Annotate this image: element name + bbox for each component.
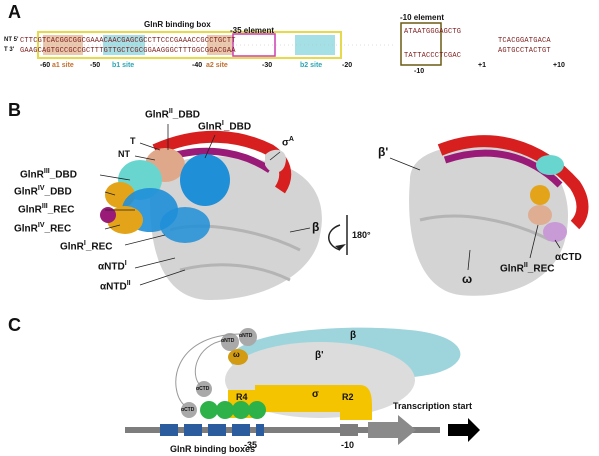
antd-b	[239, 328, 257, 346]
c-actd-a-label: αCTD	[196, 386, 210, 392]
actd-b	[181, 402, 197, 418]
label-beta-prime: β'	[378, 145, 389, 159]
c-transcription-start-label: Transcription start	[393, 401, 473, 411]
c-r2-label: R2	[342, 392, 354, 402]
tick-plus1: +1	[478, 62, 486, 69]
c-antd-a-label: αNTD	[221, 338, 235, 344]
minus10-label: -10 element	[400, 13, 445, 22]
c-r4-label: R4	[236, 392, 248, 402]
label-sigma-a: σA	[282, 136, 294, 149]
nt-strand-dna-right	[443, 149, 563, 188]
c-minus10-label: -10	[341, 440, 355, 450]
tick-minus50: -50	[90, 62, 101, 69]
nt-strand-label: NT 5'	[4, 37, 19, 43]
label-glnr3-rec: GlnRIII_REC	[18, 203, 75, 216]
c-omega-label: ω	[233, 350, 240, 359]
top-strand-far: TCACGGATGACA	[498, 37, 551, 45]
binding-box-2	[184, 424, 202, 436]
label-glnr1-rec: GlnRI_REC	[60, 240, 113, 253]
a1-site-label: a1 site	[52, 62, 74, 69]
b2-site-label: b2 site	[300, 62, 323, 69]
tick-minus30: -30	[262, 62, 273, 69]
tick-minus40: -40	[192, 62, 203, 69]
minus10-box	[340, 424, 358, 436]
c-antd-b-label: αNTD	[239, 333, 253, 339]
minus35-label: -35 element	[230, 26, 275, 35]
a1-site-highlight	[43, 35, 83, 55]
label-antd1: αNTDI	[98, 260, 127, 273]
label-glnr2-dbd: GlnRII_DBD	[145, 108, 201, 121]
antd-a	[221, 333, 239, 351]
glnr-binding-box-outline	[37, 31, 342, 59]
binding-box-label: GlnR binding box	[144, 20, 211, 29]
label-t: T	[130, 136, 136, 146]
t-strand-label: T 3'	[4, 47, 15, 53]
glnr2-rec-density	[528, 205, 552, 225]
binding-box-1	[160, 424, 178, 436]
label-glnr2-rec: GlnRII_REC	[500, 262, 555, 275]
transcription-arrow	[448, 418, 480, 442]
label-glnr4-dbd: GlnRIV_DBD	[14, 185, 72, 198]
minus10-box-outline	[400, 22, 442, 66]
c-sigma-label: σ	[312, 389, 319, 400]
tick-minus10: -10	[414, 68, 425, 75]
top-strand-right: ATAATGGGAGCTG	[404, 28, 462, 36]
tick-minus20: -20	[342, 62, 353, 69]
glnr-dimer-3	[232, 401, 250, 419]
panel-a-graphics	[37, 22, 442, 66]
sigma-subunit	[255, 385, 372, 420]
glnr1-rec-density	[160, 207, 210, 243]
omega-subunit	[228, 349, 248, 365]
binding-box-4	[232, 424, 250, 436]
label-actd: αCTD	[555, 252, 582, 263]
glnr4-rec-density	[107, 206, 143, 234]
actd-density	[543, 222, 567, 242]
promoter-arrow	[368, 415, 416, 445]
bottom-strand-right: TATTACCCTCGAC	[404, 52, 462, 60]
label-beta: β	[312, 220, 320, 234]
label-glnr4-rec: GlnRIV_REC	[14, 222, 72, 235]
binding-box-3	[208, 424, 226, 436]
bottom-strand-far: AGTGCCTACTGT	[498, 47, 551, 55]
rotation-arrow	[328, 224, 341, 251]
bottom-strand-left: GAAGCAGTGCCGCCGCTTTGTTGCTCGCGGAAGGGCTTTG…	[20, 47, 236, 55]
panel-letter-b: B	[8, 100, 21, 120]
label-glnr3-dbd: GlnRIII_DBD	[20, 168, 77, 181]
tick-minus60: -60	[40, 62, 51, 69]
c-beta-prime-label: β'	[315, 350, 324, 361]
label-glnr1-dbd: GlnRI_DBD	[198, 120, 252, 133]
a2-site-label: a2 site	[206, 62, 228, 69]
glnr-dimer-1	[200, 401, 218, 419]
c-actd-b-label: αCTD	[181, 407, 195, 413]
panel-letter-c: C	[8, 315, 21, 335]
label-nt: NT	[118, 149, 130, 159]
b2-site-highlight	[295, 35, 335, 55]
rotation-label: 180°	[352, 230, 371, 240]
tick-plus10: +10	[553, 62, 565, 69]
glnr-dimer-4	[248, 401, 266, 419]
c-minus35-label: -35	[244, 440, 258, 450]
label-antd2: αNTDII	[100, 280, 131, 293]
panel-letter-a: A	[8, 2, 21, 22]
panel-b-graphics	[99, 124, 589, 300]
t-strand-dna-left	[152, 130, 292, 194]
sigma-a-density	[265, 149, 286, 173]
c-binding-boxes-label: GlnR binding boxes	[170, 444, 255, 454]
t-strand-dna-right	[437, 135, 589, 230]
minus35-box-outline	[232, 33, 276, 57]
glnr1-dbd-density	[180, 154, 230, 206]
top-strand-left: CTTCGTCACGGCGGCGAAACAACGAGCGCCTTCCCGAAAC…	[20, 37, 236, 45]
label-omega: ω	[462, 272, 473, 286]
c-beta-label: β	[350, 330, 357, 341]
glnr-dimer-2	[216, 401, 234, 419]
b1-site-label: b1 site	[112, 62, 135, 69]
